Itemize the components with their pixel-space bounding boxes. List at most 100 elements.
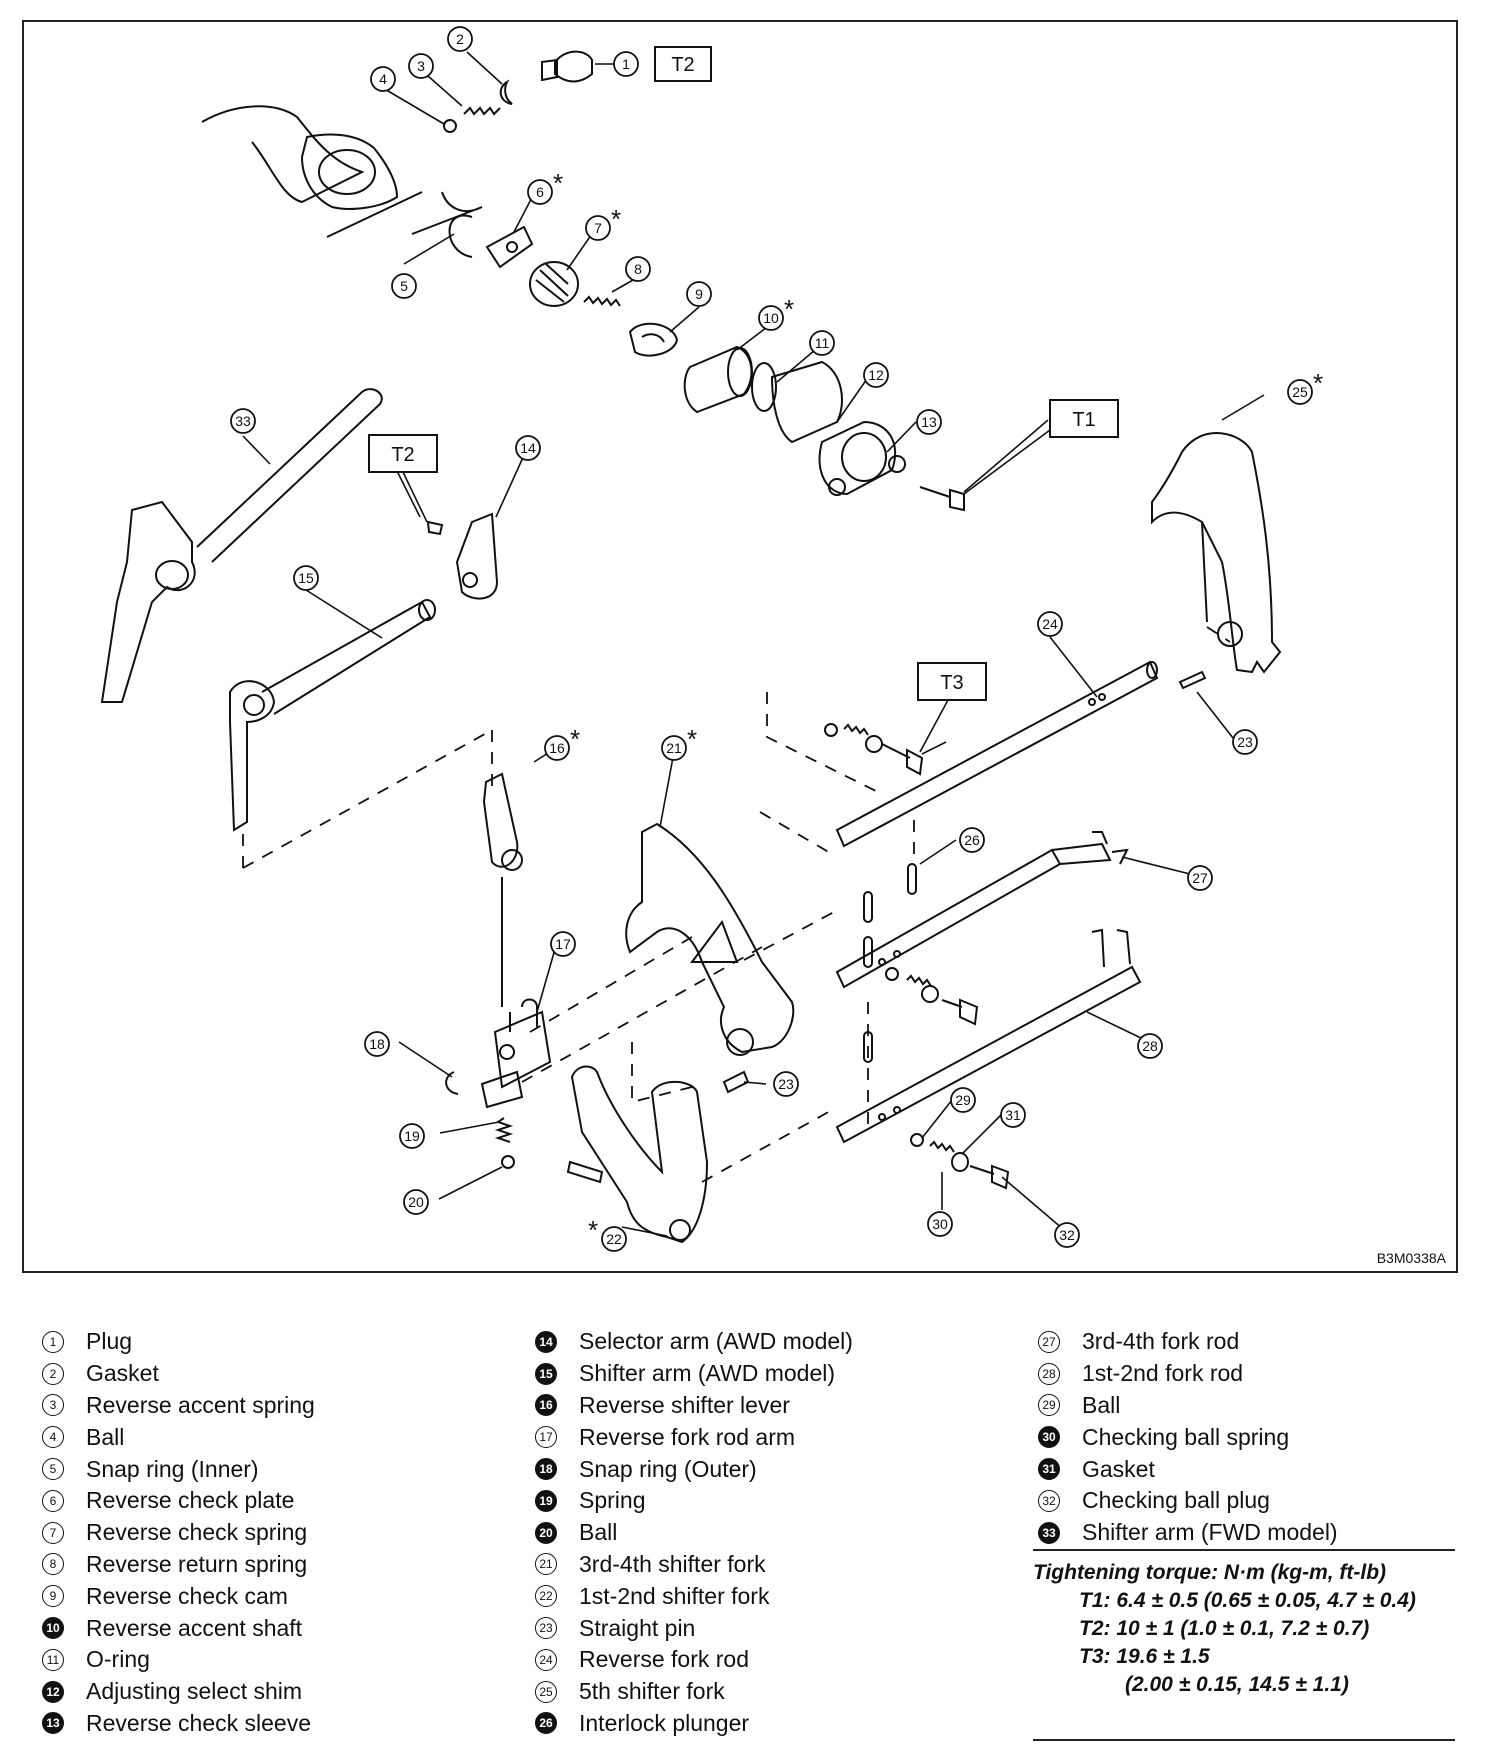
legend-number: 21 (535, 1553, 557, 1576)
legend-number: 24 (535, 1648, 557, 1671)
legend-item: 30 Checking ball spring (1038, 1421, 1338, 1453)
legend-label: Selector arm (AWD model) (579, 1328, 853, 1355)
legend-label: Reverse fork rod (579, 1646, 750, 1673)
legend-label: Adjusting select shim (86, 1678, 303, 1705)
legend-label: Straight pin (579, 1614, 696, 1641)
callout-12-circle (863, 362, 889, 388)
callout-18: 18 (369, 1036, 385, 1052)
legend-label: Reverse accent shaft (86, 1614, 303, 1641)
reverse-check-sleeve-part (818, 420, 906, 496)
callout-32: 32 (1059, 1227, 1075, 1243)
legend-label: Reverse check cam (86, 1582, 288, 1609)
callout-17-circle (550, 931, 576, 957)
legend-number: 23 (535, 1617, 557, 1640)
callout-16-circle (544, 735, 570, 761)
selector-arm-part (426, 512, 499, 600)
callout-13-circle (916, 409, 942, 435)
callout-3: 3 (417, 58, 425, 74)
legend-label: Checking ball plug (1082, 1487, 1270, 1514)
legend-number: 30 (1038, 1426, 1060, 1449)
legend-number: 11 (42, 1648, 64, 1671)
legend-label: Interlock plunger (579, 1709, 750, 1736)
torque-t1: T1: 6.4 ± 0.5 (0.65 ± 0.05, 4.7 ± 0.4) (1079, 1589, 1416, 1612)
callout-25-circle (1287, 379, 1313, 405)
legend-label: Reverse fork rod arm (579, 1423, 796, 1450)
callout-4-circle (370, 66, 396, 92)
legend-number: 17 (535, 1426, 557, 1449)
legend-number: 2 (42, 1362, 64, 1385)
callout-21-circle (661, 735, 687, 761)
callout-20: 20 (408, 1194, 424, 1210)
callout-9: 9 (695, 286, 703, 302)
asterisk-21: * (687, 724, 697, 754)
asterisk-6: * (553, 168, 563, 198)
third-fourth-fork-rod-part (835, 831, 1129, 989)
callout-26: 26 (964, 832, 980, 848)
callout-19-circle (399, 1123, 425, 1149)
legend-label: 1st-2nd fork rod (1082, 1360, 1244, 1387)
callout-32-circle (1054, 1222, 1080, 1248)
spring-part (494, 1117, 514, 1143)
legend-number: 18 (535, 1458, 557, 1481)
legend-item: 32 Checking ball plug (1038, 1485, 1338, 1517)
legend-label: Spring (579, 1487, 646, 1514)
callout-30: 30 (932, 1216, 948, 1232)
asterisk-22: * (588, 1215, 598, 1245)
t2-tag-mid: T2 (391, 444, 414, 466)
callout-10-circle (758, 305, 784, 331)
legend-label: Gasket (86, 1360, 159, 1387)
legend-number: 32 (1038, 1489, 1060, 1512)
t3-tag: T3 (940, 672, 963, 694)
legend-label: 1st-2nd shifter fork (579, 1582, 770, 1609)
t1-tag-box (1049, 399, 1119, 438)
checking-ball-plug-lower (910, 1133, 1010, 1190)
legend-item: 24 Reverse fork rod (535, 1644, 853, 1676)
reverse-check-cam-part (628, 322, 679, 357)
legend-number: 33 (1038, 1521, 1060, 1544)
legend-label: Checking ball spring (1082, 1423, 1290, 1450)
reverse-accent-shaft-part (683, 345, 753, 414)
asterisk-7: * (611, 204, 621, 234)
callout-29: 29 (955, 1092, 971, 1108)
legend-number: 16 (535, 1394, 557, 1417)
legend-number: 9 (42, 1585, 64, 1608)
callout-20-circle (403, 1189, 429, 1215)
callout-14-circle (515, 435, 541, 461)
callout-7-circle (585, 215, 611, 241)
reverse-shifter-lever-part (482, 772, 523, 1007)
callout-10: 10 (763, 310, 779, 326)
legend-label: Shifter arm (FWD model) (1082, 1519, 1338, 1546)
callout-26-circle (959, 827, 985, 853)
torque-t2: T2: 10 ± 1 (1.0 ± 0.1, 7.2 ± 0.7) (1079, 1617, 1370, 1640)
callout-7: 7 (594, 220, 602, 236)
legend-number: 29 (1038, 1394, 1060, 1417)
legend-label: Reverse accent spring (86, 1391, 315, 1418)
t1-tag: T1 (1072, 409, 1095, 431)
callout-17: 17 (555, 936, 571, 952)
legend-label: Reverse check sleeve (86, 1709, 311, 1736)
callout-23b: 23 (778, 1076, 794, 1092)
asterisk-10: * (784, 294, 794, 324)
callout-2-circle (447, 26, 473, 52)
torque-top-rule (1033, 1549, 1455, 1551)
legend-number: 22 (535, 1585, 557, 1608)
legend-item: 13 Reverse check sleeve (42, 1708, 315, 1740)
adjusting-select-shim-part (770, 360, 843, 444)
callout-13: 13 (921, 414, 937, 430)
o-ring-part (751, 362, 777, 412)
legend-number: 13 (42, 1712, 64, 1735)
legend-number: 15 (535, 1362, 557, 1385)
legend-number: 28 (1038, 1362, 1060, 1385)
t2-tag-top-box (654, 46, 712, 82)
